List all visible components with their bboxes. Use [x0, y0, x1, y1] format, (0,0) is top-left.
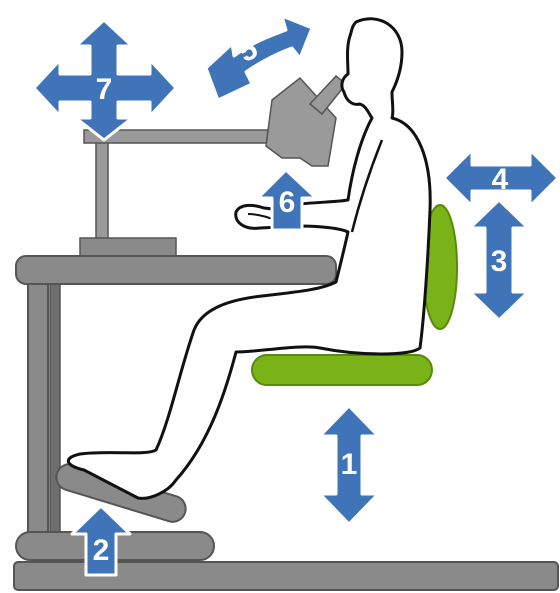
microscope-position-arrow: 7 — [34, 20, 176, 140]
seat-cushion — [252, 355, 432, 385]
arrow-label-6: 6 — [279, 186, 296, 219]
desk-back-leg — [50, 284, 60, 534]
seat-height-arrow: 1 — [320, 406, 378, 524]
arrow-label-3: 3 — [491, 245, 508, 278]
backrest-height-arrow: 3 — [470, 200, 528, 320]
arrow-label-1: 1 — [341, 448, 358, 481]
arrow-label-4: 4 — [492, 163, 509, 196]
arrow-label-2: 2 — [93, 534, 110, 567]
microscope-base — [80, 238, 176, 256]
arrow-label-7: 7 — [96, 73, 113, 106]
backrest-depth-arrow: 4 — [444, 150, 558, 206]
desk-top — [16, 256, 336, 284]
desk-leg — [28, 280, 48, 538]
microscope-pole — [96, 140, 108, 248]
